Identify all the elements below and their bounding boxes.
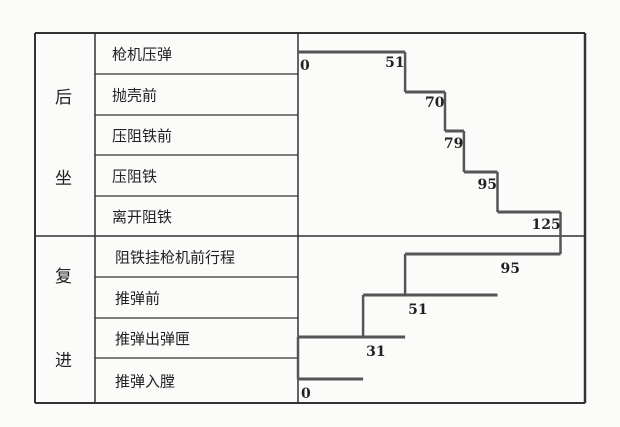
row-label-3: 压阻铁前: [112, 127, 172, 145]
return-value-label: 51: [408, 302, 427, 318]
recoil-value-label: 70: [425, 95, 445, 111]
row-label-4: 压阻铁: [112, 168, 157, 186]
recoil-value-label: 0: [300, 58, 310, 74]
recoil-value-label: 79: [444, 136, 463, 152]
return-value-label: 0: [301, 386, 311, 402]
row-label-6: 阻铁挂枪机前行程: [115, 249, 235, 267]
row-label-9: 推弹入膛: [115, 373, 175, 391]
row-label-2: 抛壳前: [112, 87, 157, 105]
group-label-return-2: 进: [55, 351, 72, 371]
recoil-value-label: 125: [532, 217, 561, 233]
row-label-5: 离开阻铁: [112, 208, 172, 226]
group-label-recoil-1: 后: [55, 88, 72, 108]
group-label-recoil-2: 坐: [55, 169, 72, 189]
row-label-7: 推弹前: [115, 290, 160, 308]
row-label-1: 枪机压弹: [112, 46, 172, 64]
recoil-value-label: 95: [478, 177, 497, 193]
row-label-8: 推弹出弹匣: [115, 330, 190, 348]
group-label-return-1: 复: [55, 267, 72, 287]
return-value-label: 31: [366, 344, 385, 360]
recoil-value-label: 51: [385, 55, 404, 71]
return-value-label: 95: [501, 261, 520, 277]
